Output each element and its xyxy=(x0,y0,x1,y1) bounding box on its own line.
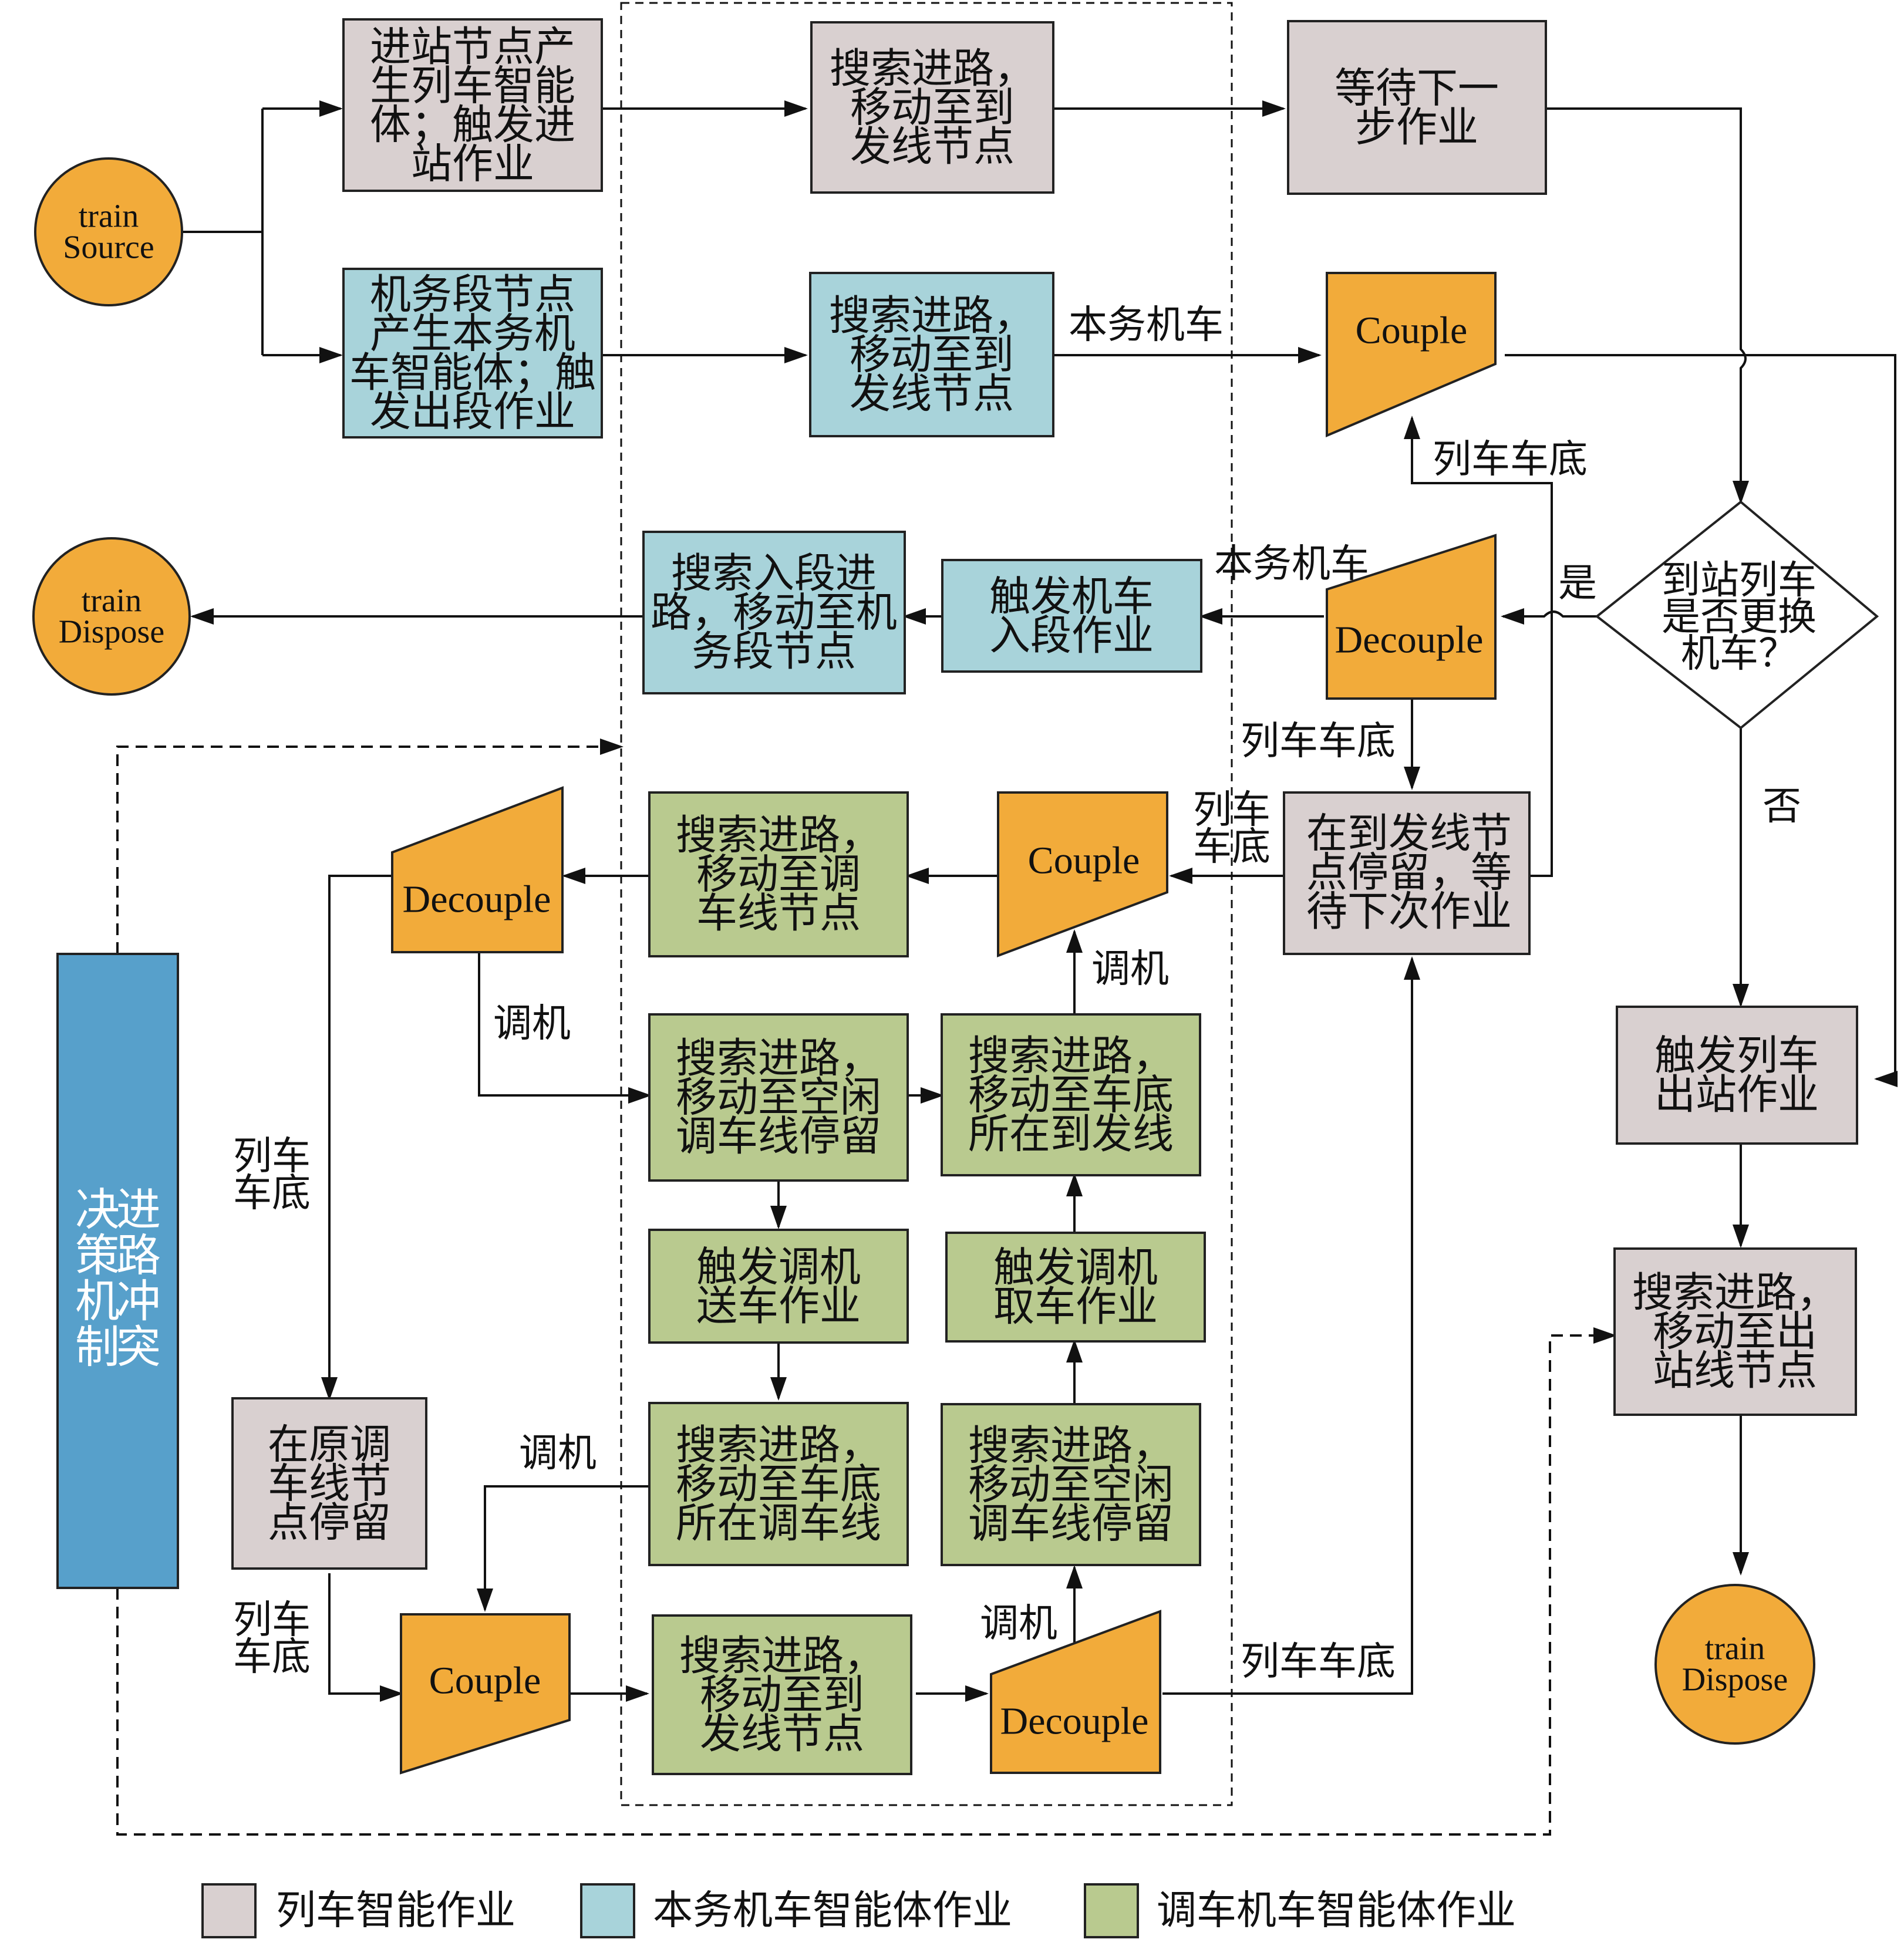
search-depot-label: 搜索入段进路，移动至机务段节点 xyxy=(651,549,897,676)
trigger-depart-box xyxy=(1616,1006,1858,1145)
label-shunter-1: 调机 xyxy=(1091,946,1169,991)
trigger-loco-in-label: 触发机车入段作业 xyxy=(989,572,1154,660)
couple-mid-label: Couple xyxy=(1028,839,1140,882)
edge-wait-to-decision xyxy=(1546,107,1749,504)
search-top-label: 搜索进路，移动至到发线节点 xyxy=(830,45,1035,171)
wait-next-label: 等待下一步作业 xyxy=(1335,64,1499,151)
legend-label-loco: 本务机车智能体作业 xyxy=(653,1888,1012,1934)
search-shunt-line-box xyxy=(648,791,909,957)
search-car-shunt-label: 搜索进路，移动至车底所在调车线 xyxy=(676,1421,881,1547)
edges xyxy=(116,100,1898,1836)
trigger-send-label: 触发调机送车作业 xyxy=(696,1243,861,1330)
legend: 列车智能作业 本务机车智能体作业 调车机车智能体作业 xyxy=(201,1883,1516,1938)
edge-decision-yes xyxy=(1501,608,1597,625)
label-loco-2: 本务机车 xyxy=(1214,541,1369,586)
edge-conflict-to-exit xyxy=(116,1327,1617,1836)
trigger-fetch-box xyxy=(945,1232,1206,1343)
edge-labels: 本务机车 本务机车 列车车底 列车车底 列车车底 列车车底 列车车底 列车车底 … xyxy=(233,302,1801,1684)
edge-decouple-bottom-car-body xyxy=(1162,956,1420,1695)
conflict-bar-label: 进路冲突决策机制 xyxy=(75,1183,161,1373)
depot-node-box xyxy=(342,268,603,439)
label-loco-1: 本务机车 xyxy=(1069,302,1224,348)
search-depot-box xyxy=(642,531,906,694)
legend-swatch-train xyxy=(201,1883,257,1938)
search-exit-box xyxy=(1613,1247,1857,1416)
search-idle-left-label: 搜索进路，移动至空闲调车线停留 xyxy=(676,1034,881,1161)
trigger-send-box xyxy=(648,1229,909,1344)
label-shunter-3: 调机 xyxy=(519,1431,597,1476)
decouple-mid-shape xyxy=(1326,534,1497,700)
label-shunter-2: 调机 xyxy=(493,1001,571,1046)
edge-conflict-to-zone xyxy=(116,738,624,954)
label-car-body-1: 列车车底 xyxy=(1433,437,1588,482)
couple-top-label: Couple xyxy=(1356,309,1468,352)
label-car-body-4: 列车车底 xyxy=(233,1133,311,1215)
search-loco-label: 搜索进路，移动至到发线节点 xyxy=(829,292,1034,418)
wait-at-line-box xyxy=(1283,791,1531,955)
search-exit-label: 搜索进路，移动至出站线节点 xyxy=(1632,1269,1838,1395)
legend-label-shunt: 调车机车智能体作业 xyxy=(1157,1888,1516,1934)
train-dispose-left-node xyxy=(32,537,191,696)
wait-at-line-label: 在到发线节点停留，等待下次作业 xyxy=(1306,810,1512,936)
edge-wait-to-couple-top xyxy=(1404,416,1553,877)
edge-car-shunt-to-couple xyxy=(477,1485,649,1612)
decouple-mid-label: Decouple xyxy=(1335,619,1484,662)
decision-diamond xyxy=(1595,500,1879,730)
legend-label-train: 列车智能作业 xyxy=(276,1888,515,1934)
train-source-node xyxy=(34,157,183,306)
trigger-loco-in-box xyxy=(941,559,1202,673)
edge-couple-to-depart xyxy=(1505,354,1898,1087)
label-car-body-6: 列车车底 xyxy=(1241,1639,1396,1684)
stay-orig-label: 在原调车线节点停留 xyxy=(268,1421,391,1547)
decouple-bottom-shape xyxy=(990,1610,1161,1774)
search-top-box xyxy=(810,21,1054,194)
arrive-node-label: 进站节点产生列车智能体；触发进站作业 xyxy=(370,22,575,188)
label-car-body-3: 列车车底 xyxy=(1193,787,1271,869)
search-bottom-line-label: 搜索进路，移动至车底所在到发线 xyxy=(968,1032,1174,1158)
train-dispose-right-node xyxy=(1654,1584,1815,1745)
stay-orig-box xyxy=(231,1397,427,1570)
depot-node-label: 机务段节点产生本务机车智能体；触发出段作业 xyxy=(349,270,596,436)
couple-bottom-label: Couple xyxy=(429,1660,541,1702)
couple-bottom-shape xyxy=(400,1613,571,1775)
trigger-fetch-label: 触发调机取车作业 xyxy=(993,1243,1158,1331)
decision-label: 到站列车是否更换机车？ xyxy=(1662,557,1817,676)
label-yes: 是 xyxy=(1558,561,1597,606)
label-car-body-5: 列车车底 xyxy=(233,1597,311,1679)
couple-mid-shape xyxy=(997,791,1168,957)
search-to-line-label: 搜索进路，移动至到发线节点 xyxy=(679,1632,885,1758)
decouple-bottom-label: Decouple xyxy=(1000,1700,1149,1743)
edge-decouple-left-car-body xyxy=(321,875,392,1401)
search-shunt-line-label: 搜索进路，移动至调车线节点 xyxy=(676,811,881,937)
search-bottom-line-box xyxy=(941,1013,1201,1176)
decouple-left-label: Decouple xyxy=(403,878,551,921)
legend-swatch-shunt xyxy=(1084,1883,1139,1938)
route-search-zone xyxy=(620,2,1233,1806)
search-to-line-box xyxy=(652,1614,912,1775)
search-loco-box xyxy=(809,272,1054,437)
edge-source-fork xyxy=(182,109,264,355)
conflict-bar xyxy=(56,953,179,1589)
label-car-body-2: 列车车底 xyxy=(1241,719,1396,764)
couple-top-shape xyxy=(1326,272,1497,438)
arrive-node-box xyxy=(342,18,603,192)
search-idle-left-box xyxy=(648,1013,909,1182)
search-idle-right-box xyxy=(941,1403,1201,1566)
edge-stay-to-couple xyxy=(328,1573,403,1702)
decouple-left-shape xyxy=(391,786,564,953)
edge-decouple-left-shunter xyxy=(478,952,652,1104)
legend-swatch-loco xyxy=(580,1883,635,1938)
search-car-shunt-box xyxy=(648,1402,909,1566)
search-idle-right-label: 搜索进路，移动至空闲调车线停留 xyxy=(968,1422,1174,1548)
wait-next-box xyxy=(1287,20,1547,195)
trigger-depart-label: 触发列车出站作业 xyxy=(1654,1031,1819,1119)
label-no: 否 xyxy=(1763,784,1801,829)
label-shunter-4: 调机 xyxy=(980,1601,1057,1646)
